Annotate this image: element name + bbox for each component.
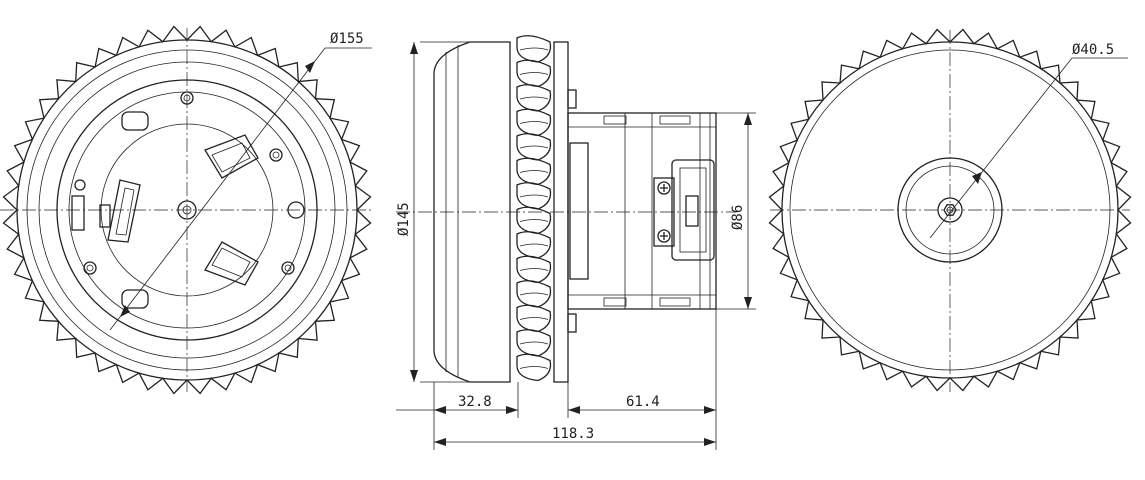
- side-terminal-block: [671, 159, 715, 261]
- impeller-blade: [516, 133, 552, 161]
- front-diameter-leader: [109, 47, 326, 331]
- front-view: Ø155: [0, 25, 372, 395]
- rear-shaft-hex: [943, 204, 957, 216]
- impeller-blade: [516, 35, 552, 63]
- impeller-blade: [516, 280, 552, 308]
- impeller-blade: [516, 157, 552, 186]
- impeller-blade: [516, 182, 552, 210]
- side-overall-length-label: 118.3: [552, 426, 594, 442]
- side-motor-body: [567, 112, 717, 310]
- side-terminal-pin: [685, 195, 699, 227]
- side-flange-tab-bottom: [567, 313, 577, 333]
- terminal-screw-top-icon: [657, 181, 671, 195]
- impeller-blade: [516, 231, 552, 259]
- impeller-blade: [516, 329, 552, 357]
- side-left-length-label: 32.8: [458, 394, 492, 410]
- impeller-blade: [516, 59, 552, 88]
- impeller-blade: [516, 84, 552, 112]
- side-height-label: Ø145: [396, 202, 412, 236]
- front-brush-slots: [71, 111, 259, 309]
- impeller-blade: [516, 108, 552, 137]
- impeller-blade: [516, 304, 552, 333]
- rear-hub-label: Ø40.5: [1072, 42, 1114, 58]
- side-shaft-label: Ø86: [730, 205, 746, 230]
- impeller-blade: [516, 353, 552, 382]
- impeller-blade: [516, 206, 552, 235]
- impeller-blade: [516, 255, 552, 284]
- side-right-length-label: 61.4: [626, 394, 660, 410]
- rear-hub-leader: [929, 57, 1073, 239]
- side-impeller-blades: [516, 35, 552, 382]
- terminal-screw-bottom-icon: [657, 229, 671, 243]
- front-diameter-label: Ø155: [330, 31, 364, 47]
- side-flange-tab-top: [567, 89, 577, 109]
- side-view: Ø145 Ø86 32.8 61.4 118.3: [396, 35, 756, 450]
- side-winding: [569, 142, 589, 280]
- rear-view: Ø40.5: [768, 28, 1132, 392]
